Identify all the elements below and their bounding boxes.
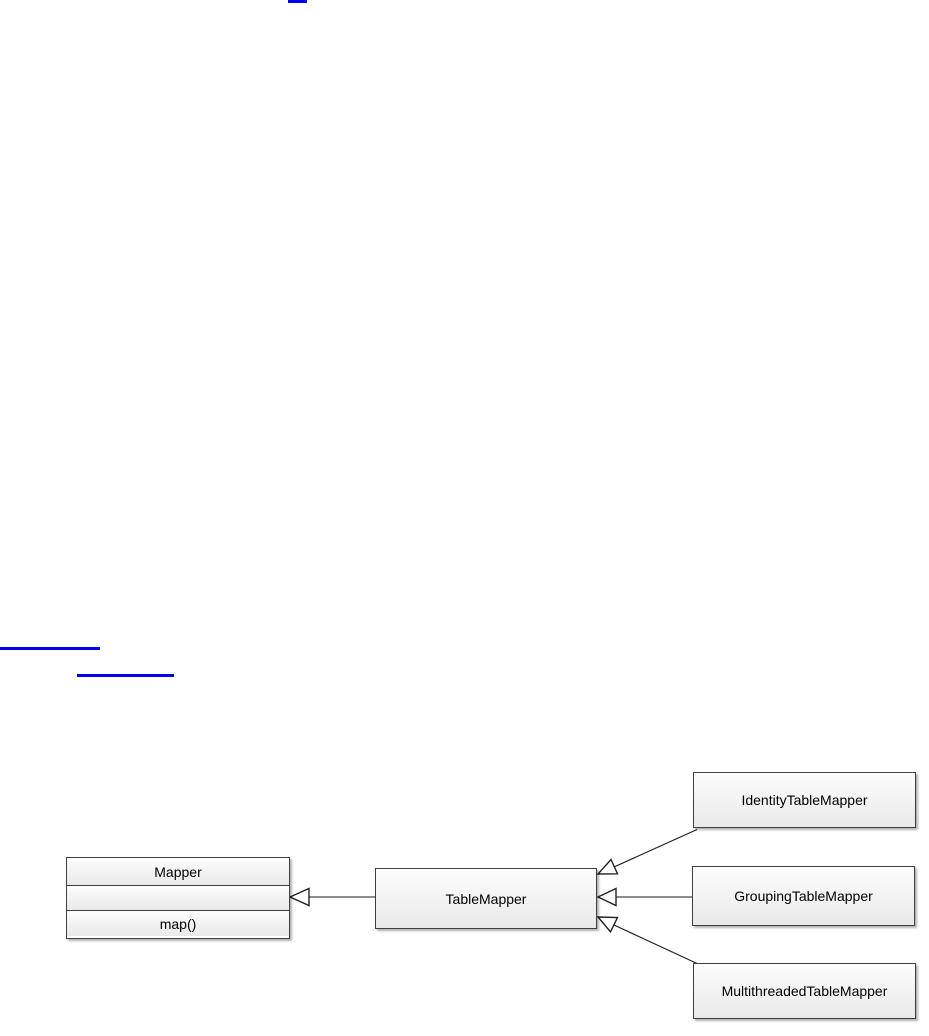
class-box-multithreadedtablemapper: MultithreadedTableMapper [693, 963, 916, 1019]
top-partial-link[interactable] [288, 0, 307, 3]
class-name-label: Mapper [67, 858, 289, 885]
class-method-label: map() [67, 910, 289, 936]
generalization-line-multithreaded-to-tablemapper [613, 924, 698, 965]
body-link-2[interactable] [77, 674, 174, 677]
class-name-label: MultithreadedTableMapper [721, 983, 888, 999]
class-name-label: TableMapper [445, 890, 527, 907]
class-name-label: GroupingTableMapper [734, 888, 873, 904]
body-link-1[interactable] [0, 647, 100, 650]
inheritance-arrowhead-icon [596, 858, 619, 875]
class-box-mapper: Mapper map() [66, 857, 290, 939]
class-name-label: IdentityTableMapper [741, 792, 868, 808]
inheritance-arrowhead-icon [596, 887, 617, 907]
class-box-tablemapper: TableMapper [375, 868, 597, 929]
generalization-line-identity-to-tablemapper [613, 828, 698, 868]
class-attributes-compartment [67, 885, 289, 910]
class-box-identitytablemapper: IdentityTableMapper [693, 772, 916, 828]
class-box-groupingtablemapper: GroupingTableMapper [692, 866, 915, 926]
inheritance-arrowhead-icon [288, 887, 310, 907]
inheritance-arrowhead-icon [596, 916, 619, 934]
